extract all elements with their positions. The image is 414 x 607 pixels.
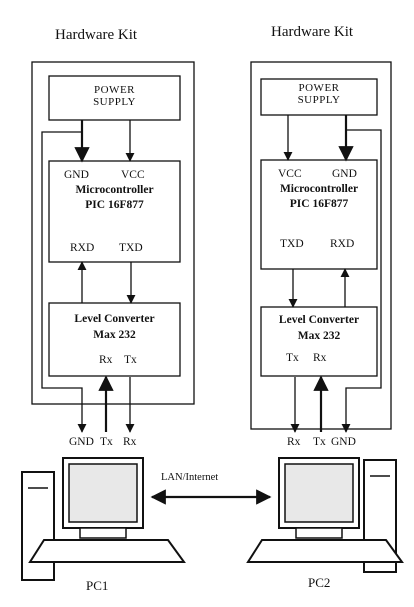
kit2-power-line2: SUPPLY (297, 94, 341, 106)
kit2-converter-model: Max 232 (297, 330, 341, 342)
kit2-mcu-pin-gnd: GND (332, 168, 357, 180)
kit1-mcu-pin-vcc: VCC (121, 169, 145, 181)
kit1-converter-name: Level Converter (74, 313, 155, 325)
kit1-converter-box (48, 302, 181, 377)
kit2-converter-pin-rx: Rx (313, 352, 327, 364)
kit2-power-box (260, 78, 378, 116)
kit2-mcu-pin-txd: TXD (280, 238, 304, 250)
lan-link-label: LAN/Internet (160, 472, 220, 483)
kit2-ext-pin-gnd: GND (331, 436, 356, 448)
kit2-mcu-pin-vcc: VCC (278, 168, 302, 180)
kit2-power-label: POWER SUPPLY (261, 82, 377, 106)
kit1-mcu-name: Microcontroller (75, 184, 154, 196)
kit1-ext-pin-rx: Rx (123, 436, 137, 448)
kit2-title: Hardware Kit (271, 24, 354, 40)
pc2-label: PC2 (308, 575, 331, 590)
kit2-gnd-loop (341, 129, 382, 433)
kit1-ext-pin-gnd: GND (69, 436, 94, 448)
kit1-mcu-pin-txd: TXD (119, 242, 143, 254)
kit1-mcu-pin-gnd: GND (64, 169, 89, 181)
kit1-power-line1: POWER (94, 84, 135, 96)
kit2-converter-pin-tx: Tx (286, 352, 299, 364)
kit1-outer-box (31, 61, 195, 405)
kit1-power-line2: SUPPLY (93, 96, 136, 108)
kit1-mcu-pin-rxd: RXD (70, 242, 95, 254)
kit1-mcu-model: PIC 16F877 (85, 199, 144, 211)
kit1-ext-pin-tx: Tx (100, 436, 113, 448)
pc1-computer-icon (21, 457, 186, 581)
pc2-computer-icon (246, 457, 404, 573)
kit2-outer-box (250, 61, 392, 430)
kit2-ext-pin-rx: Rx (287, 436, 301, 448)
kit2-mcu-pin-rxd: RXD (330, 238, 355, 250)
kit2-mcu-model: PIC 16F877 (289, 198, 349, 210)
kit1-power-box (48, 75, 181, 121)
kit1-converter-pin-tx: Tx (124, 354, 137, 366)
kit2-mcu-box (260, 159, 378, 270)
pc1-label: PC1 (86, 578, 109, 593)
kit1-power-label: POWER SUPPLY (49, 84, 180, 108)
kit1-mcu-box (48, 160, 181, 263)
kit2-converter-name: Level Converter (278, 314, 360, 326)
kit2-ext-pin-tx: Tx (313, 436, 326, 448)
kit1-title: Hardware Kit (55, 27, 138, 43)
kit1-converter-pin-rx: Rx (99, 354, 113, 366)
kit1-gnd-loop (41, 131, 87, 433)
kit1-converter-model: Max 232 (93, 329, 136, 341)
kit2-mcu-name: Microcontroller (279, 183, 359, 195)
kit2-power-line1: POWER (298, 82, 340, 94)
